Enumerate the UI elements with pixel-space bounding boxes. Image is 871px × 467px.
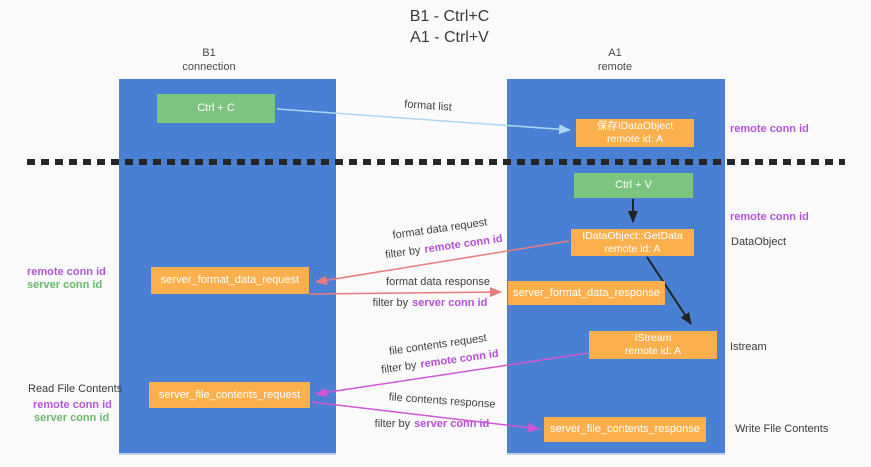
ctrl-v-label: Ctrl + V bbox=[615, 179, 652, 191]
istream-line1: IStream bbox=[634, 332, 672, 344]
right-remote-conn-id-label-2: remote conn id bbox=[730, 211, 809, 223]
left-server-conn-id-label-1: server conn id bbox=[27, 279, 103, 291]
right-column-role: remote bbox=[597, 61, 633, 73]
diagram-title: B1 - Ctrl+C A1 - Ctrl+V bbox=[14, 6, 871, 48]
getdata-line2: remote id: A bbox=[604, 242, 661, 255]
left-column-role: connection bbox=[182, 61, 236, 73]
title-line-2: A1 - Ctrl+V bbox=[410, 29, 489, 46]
phase-divider-dashed-line bbox=[27, 159, 845, 165]
server-file-contents-response-box: server_file_contents_response bbox=[544, 417, 706, 442]
istream-box: IStream remote id: A bbox=[589, 331, 717, 359]
server-file-contents-response-label: server_file_contents_response bbox=[550, 423, 700, 435]
file-contents-response-label: file contents response bbox=[388, 391, 496, 411]
title-line-1: B1 - Ctrl+C bbox=[409, 8, 490, 25]
filter-by-text: filter by bbox=[384, 244, 422, 262]
server-format-data-request-box: server_format_data_request bbox=[151, 267, 309, 294]
istream-line2: remote id: A bbox=[624, 345, 682, 357]
server-format-data-request-label: server_format_data_request bbox=[160, 274, 300, 286]
server-file-contents-request-label: server_file_contents_request bbox=[158, 388, 301, 401]
right-column-header: A1 remote bbox=[555, 46, 675, 74]
write-file-contents-label: Write File Contents bbox=[735, 423, 829, 435]
ctrl-c-label: Ctrl + C bbox=[197, 102, 235, 114]
left-column-name: B1 bbox=[202, 47, 216, 59]
save-idataobject-line1: 保存IDataObject bbox=[596, 120, 674, 132]
getdata-line1: IDataObject::GetData bbox=[582, 229, 683, 242]
server-conn-id-text: server conn id bbox=[412, 297, 488, 309]
dataobject-label: DataObject bbox=[731, 236, 787, 248]
arrow-format-data-response bbox=[309, 287, 502, 298]
right-remote-conn-id-label-1: remote conn id bbox=[730, 123, 809, 135]
filter-by-text: filter by bbox=[380, 359, 418, 377]
left-remote-conn-id-label-2: remote conn id bbox=[33, 399, 112, 411]
filter-by-text: filter by bbox=[374, 418, 411, 430]
right-column-name: A1 bbox=[608, 47, 622, 59]
format-data-response-label: format data response bbox=[386, 276, 490, 288]
save-idataobject-box: 保存IDataObject remote id: A bbox=[576, 119, 694, 147]
ctrl-v-box: Ctrl + V bbox=[574, 173, 693, 198]
format-list-label: format list bbox=[403, 98, 453, 114]
server-format-data-response-box: server_format_data_response bbox=[508, 281, 665, 305]
server-format-data-response-label: server_format_data_response bbox=[513, 286, 660, 299]
left-remote-conn-id-label-1: remote conn id bbox=[27, 266, 106, 278]
istream-side-label: Istream bbox=[730, 341, 767, 353]
filter-by-text: filter by bbox=[372, 297, 409, 309]
left-server-conn-id-label-2: server conn id bbox=[34, 412, 110, 424]
left-column-header: B1 connection bbox=[149, 46, 269, 74]
read-file-contents-label: Read File Contents bbox=[28, 383, 123, 395]
idataobject-getdata-box: IDataObject::GetData remote id: A bbox=[571, 229, 694, 256]
server-file-contents-request-box: server_file_contents_request bbox=[149, 382, 310, 408]
server-conn-id-text: server conn id bbox=[414, 418, 490, 430]
ctrl-c-box: Ctrl + C bbox=[157, 94, 275, 123]
save-idataobject-line2: remote id: A bbox=[606, 133, 664, 145]
